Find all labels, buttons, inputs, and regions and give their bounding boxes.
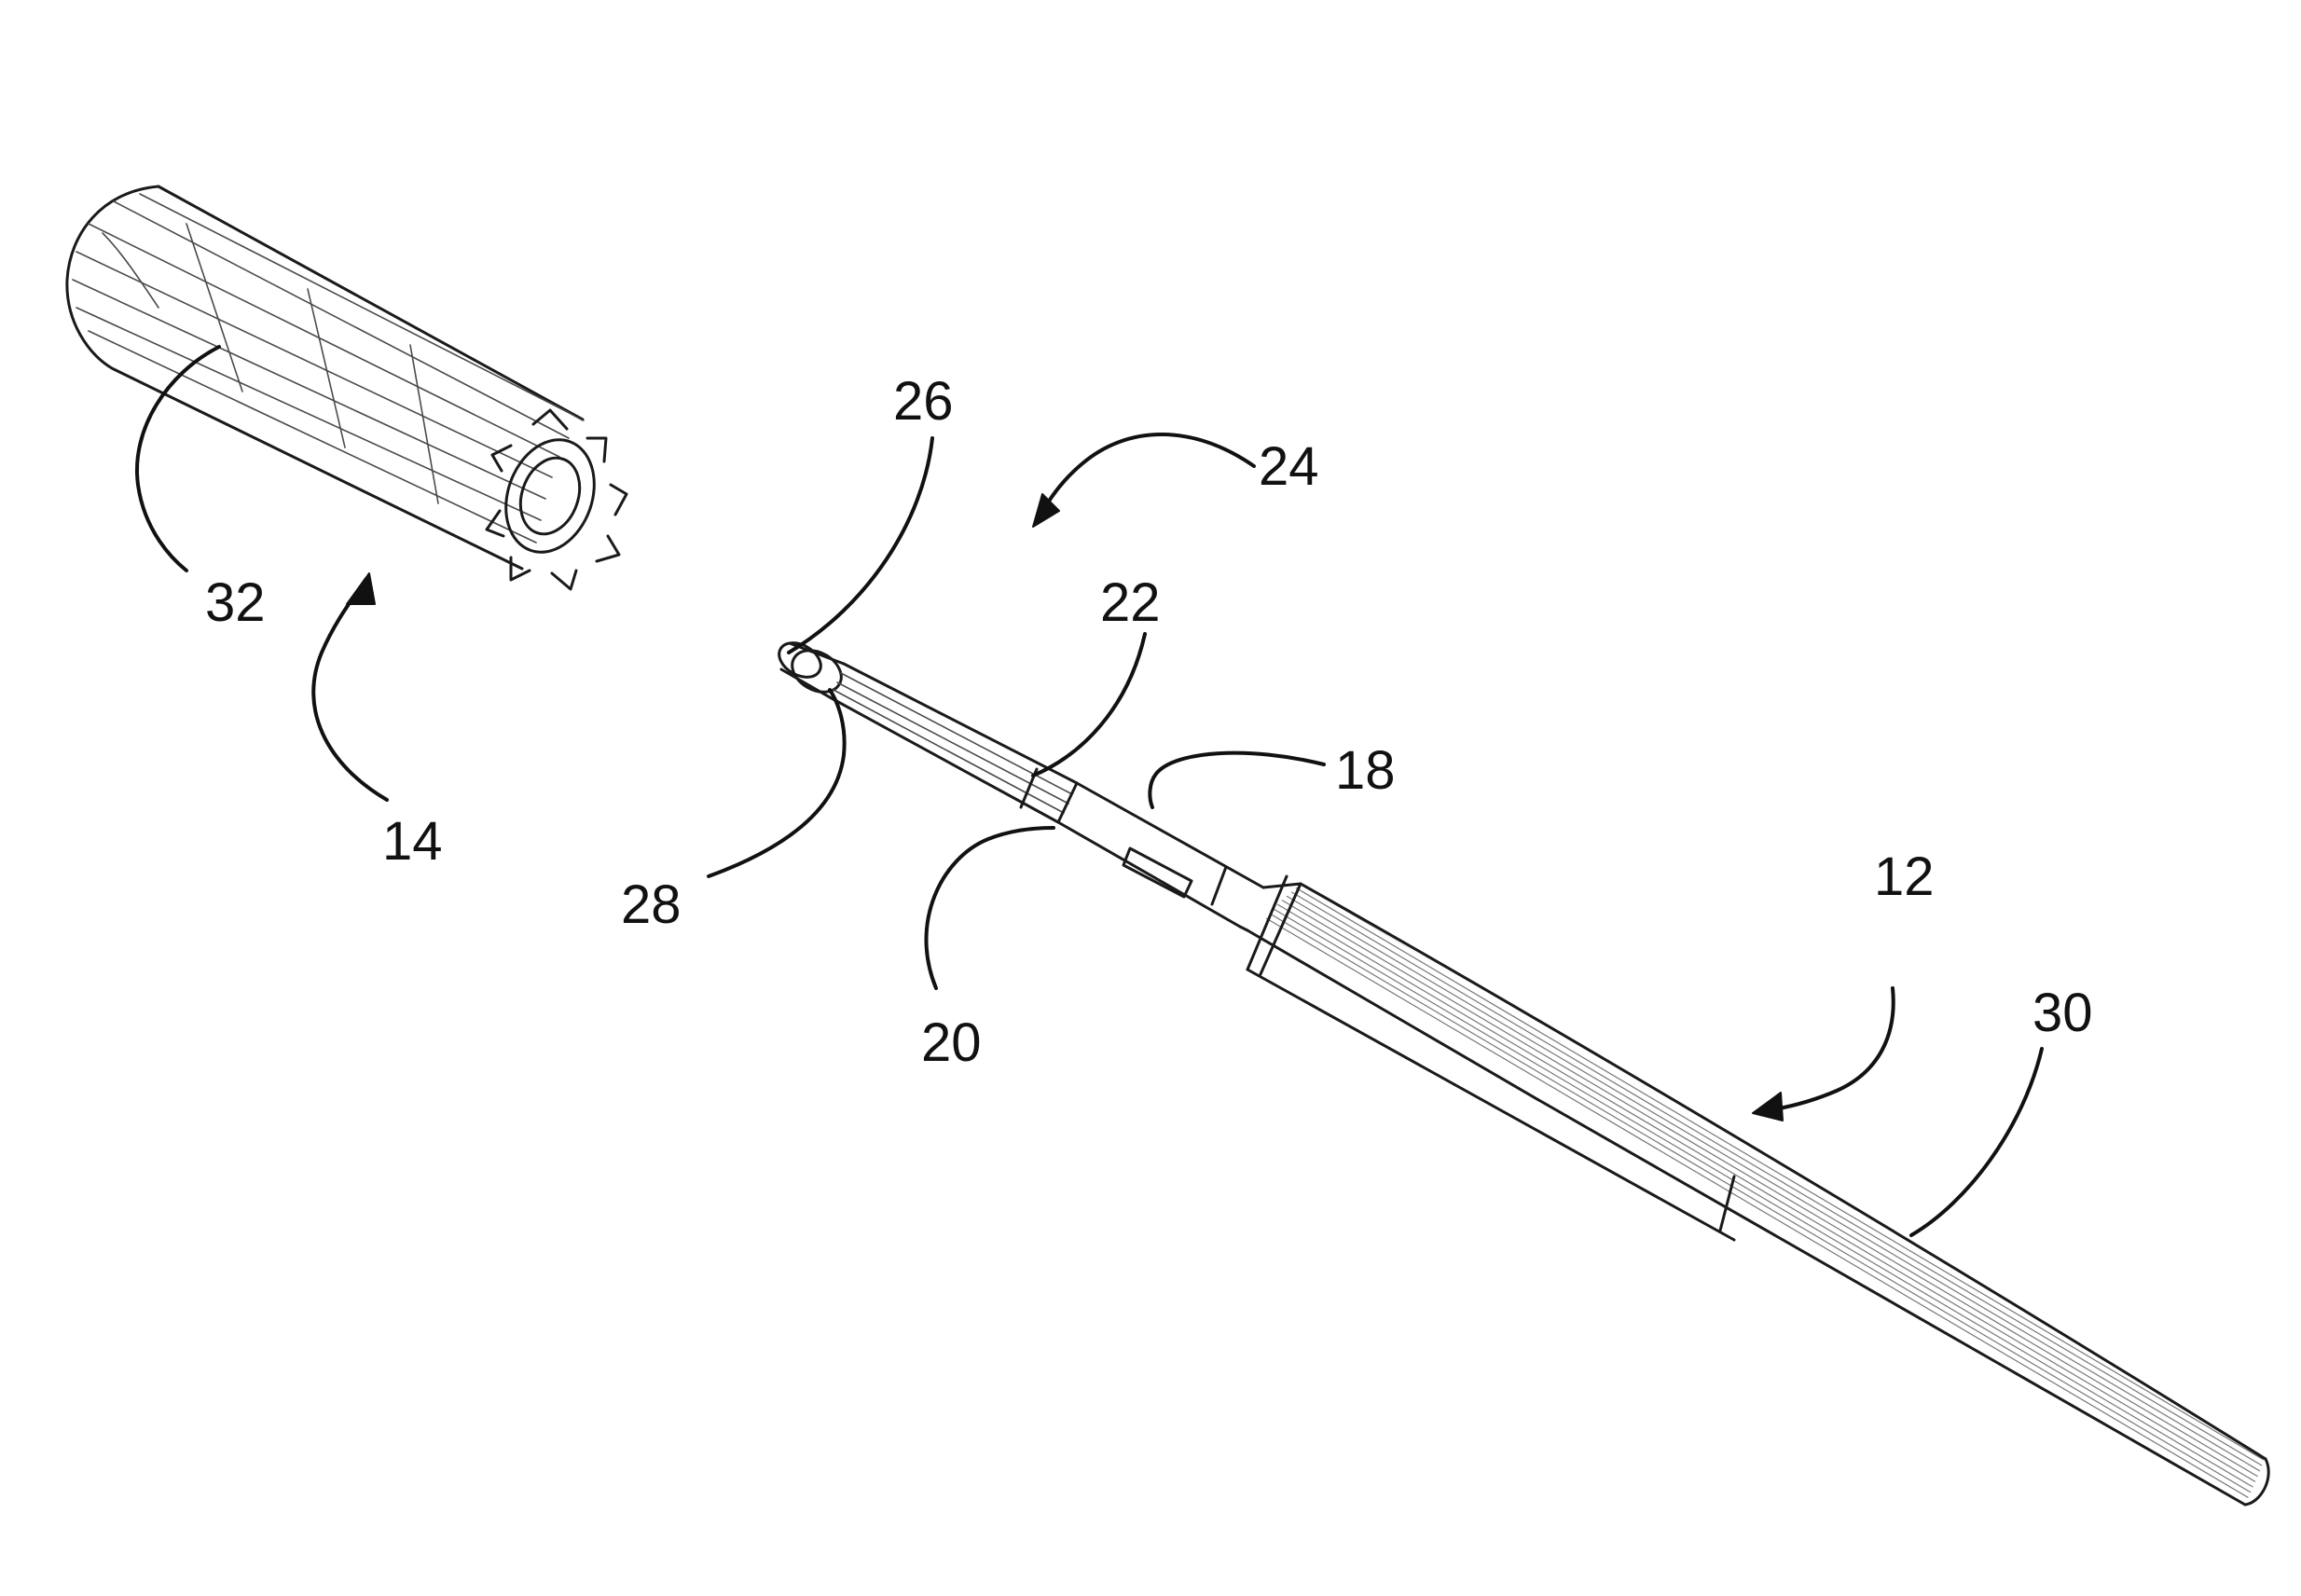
ref-numeral-14: 14 bbox=[382, 811, 443, 872]
lead-line-28 bbox=[709, 690, 845, 876]
ref-numeral-18: 18 bbox=[1335, 740, 1396, 801]
ref-numeral-22: 22 bbox=[1100, 572, 1161, 633]
lead-line-30 bbox=[1911, 1049, 2042, 1235]
reference-numerals: 32 14 26 24 22 18 28 20 12 30 bbox=[205, 371, 2093, 1073]
lead-line-32 bbox=[137, 347, 219, 571]
ref-numeral-30: 30 bbox=[2032, 983, 2093, 1043]
lead-line-20 bbox=[926, 828, 1054, 988]
ref-numeral-28: 28 bbox=[621, 874, 682, 935]
ref-numeral-32: 32 bbox=[205, 572, 266, 633]
arrow-14 bbox=[313, 580, 387, 800]
arrow-24 bbox=[1040, 434, 1254, 517]
lead-line-18 bbox=[1150, 753, 1324, 807]
ref-numeral-26: 26 bbox=[893, 371, 954, 432]
lead-line-22 bbox=[1033, 634, 1145, 776]
ref-numeral-12: 12 bbox=[1874, 846, 1935, 907]
shaft-main-rod bbox=[1240, 876, 2268, 1505]
arrow-12 bbox=[1762, 988, 1894, 1111]
shaft-ribbed-section bbox=[830, 664, 1077, 822]
ref-numeral-20: 20 bbox=[921, 1012, 982, 1073]
ref-numeral-24: 24 bbox=[1259, 436, 1319, 497]
lead-line-26 bbox=[789, 438, 932, 653]
shaft-narrow-section bbox=[1058, 783, 1263, 927]
shaft-tip bbox=[773, 636, 848, 700]
shaft-component bbox=[773, 636, 2268, 1505]
